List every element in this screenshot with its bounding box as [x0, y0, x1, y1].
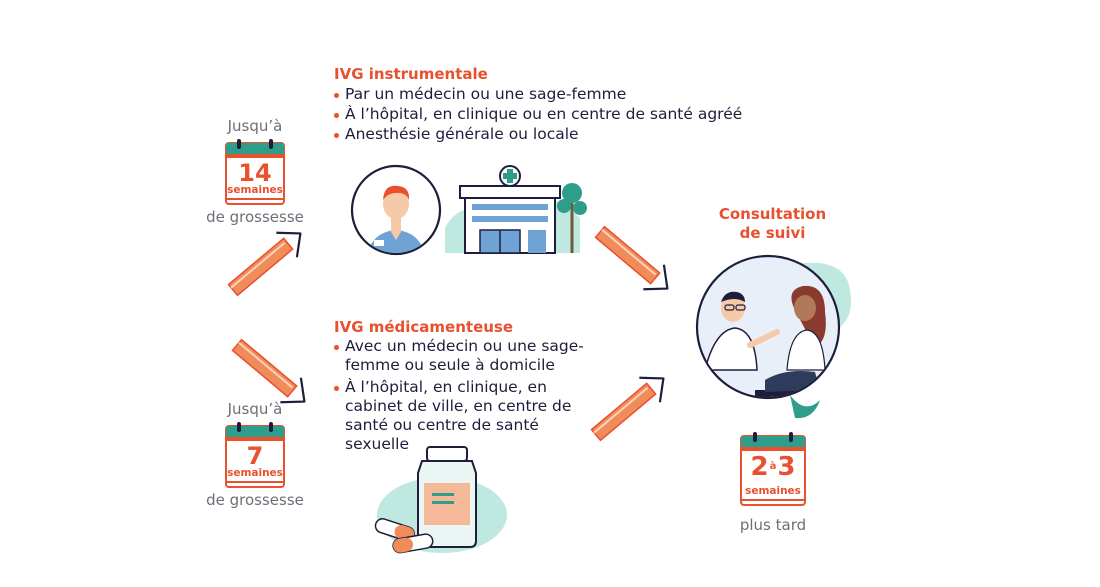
followup-title: Consultation de suivi	[700, 205, 845, 243]
pills-illustration	[374, 446, 507, 554]
consultation-illustration	[695, 254, 851, 419]
list-item: À l’hôpital, en clinique, en cabinet de …	[334, 378, 596, 454]
deadline-14-prefix: Jusqu’à	[227, 117, 283, 135]
followup-to: 3	[777, 452, 796, 482]
followup-unit: semaines	[745, 485, 801, 497]
medicamenteuse-block: IVG médicamenteuse Avec un médecin ou un…	[334, 318, 596, 454]
calendar-number: 7	[246, 442, 264, 470]
followup-suffix: plus tard	[739, 516, 807, 534]
calendar-7-icon: 7 semaines	[225, 422, 285, 488]
arrow-icon	[584, 365, 675, 449]
instrumental-block: IVG instrumentale Par un médecin ou une …	[334, 65, 764, 144]
calendar-number: 14	[238, 159, 272, 187]
doctor-illustration	[350, 164, 442, 256]
calendar-unit: semaines	[227, 184, 283, 196]
list-item: Anesthésie générale ou locale	[334, 125, 764, 144]
instrumental-title: IVG instrumentale	[334, 65, 488, 83]
medicamenteuse-title: IVG médicamenteuse	[334, 318, 514, 336]
arrow-icon	[588, 218, 679, 302]
followup-connector: à	[769, 461, 777, 472]
followup-range: 2à3	[740, 452, 806, 482]
arrow-icon	[221, 220, 312, 304]
calendar-14-icon: 14 semaines	[225, 139, 285, 205]
calendar-unit: semaines	[227, 467, 283, 479]
list-item: Avec un médecin ou une sage-femme ou seu…	[334, 337, 596, 375]
deadline-14-suffix: de grossesse	[206, 208, 304, 226]
followup-from: 2	[750, 452, 769, 482]
list-item: À l’hôpital, en clinique ou en centre de…	[334, 105, 764, 124]
hospital-illustration	[445, 165, 587, 254]
deadline-7-prefix: Jusqu’à	[227, 400, 283, 418]
deadline-7-suffix: de grossesse	[206, 491, 304, 509]
instrumental-list: Par un médecin ou une sage-femme À l’hôp…	[334, 85, 764, 144]
followup-title-line1: Consultation	[718, 205, 827, 223]
list-item: Par un médecin ou une sage-femme	[334, 85, 764, 104]
medicamenteuse-list: Avec un médecin ou une sage-femme ou seu…	[334, 337, 596, 454]
calendar-followup-icon: 2à3 semaines	[740, 432, 806, 506]
followup-title-line2: de suivi	[739, 224, 806, 242]
